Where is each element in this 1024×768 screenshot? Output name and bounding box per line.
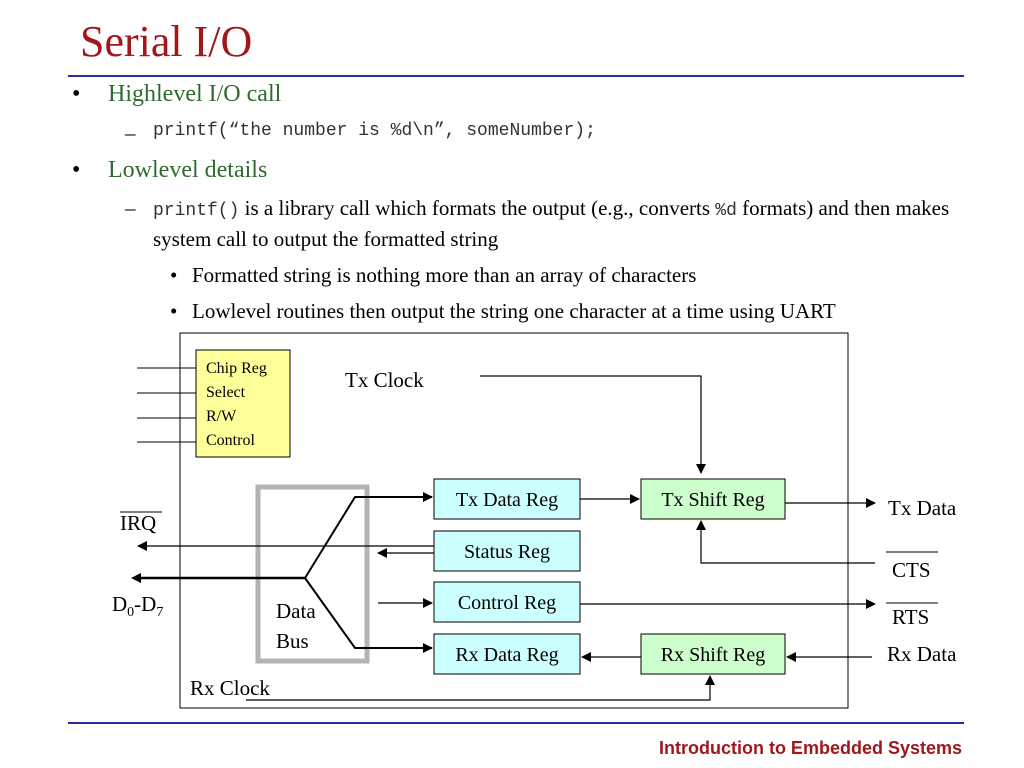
data-bus-line2: Bus: [276, 629, 309, 653]
bullet-dot: •: [72, 81, 81, 107]
irq-label: IRQ: [120, 511, 156, 535]
data-bus-line1: Data: [276, 599, 316, 623]
slide-title: Serial I/O: [80, 17, 253, 66]
chip-reg-select-box: [195, 349, 291, 458]
cts-arrow: [696, 520, 875, 564]
tx-data-label: Tx Data: [888, 496, 957, 520]
cts-label: CTS: [892, 558, 931, 582]
bullet-lowlevel-text: Lowlevel details: [108, 157, 268, 183]
chip-select-line: Select: [206, 384, 246, 401]
bus-to-tx-data-arrow: [304, 492, 433, 579]
top-rule: [68, 75, 964, 77]
chip-reg-line: Chip Reg: [206, 360, 267, 377]
bullet-highlevel-text: Highlevel I/O call: [108, 81, 282, 107]
sub-bullet-printf: – printf(“the number is %d\n”, someNumbe…: [125, 118, 985, 145]
control-reg-box: [433, 581, 581, 623]
tx-data-reg-box: [433, 478, 581, 520]
printf-inline-code: printf(): [153, 201, 240, 221]
data-pins-label: D0-D7: [112, 592, 163, 620]
tx-clock-arrow: [480, 375, 706, 474]
tx-clock-label: Tx Clock: [345, 368, 424, 392]
rx-data-label: Rx Data: [887, 642, 957, 666]
rx-shift-reg-label: Rx Shift Reg: [661, 644, 765, 666]
rx-data-reg-label: Rx Data Reg: [455, 644, 558, 666]
status-reg-label: Status Reg: [464, 541, 550, 563]
tx-shift-reg-label: Tx Shift Reg: [661, 489, 764, 511]
footer-course-title: Introduction to Embedded Systems: [658, 738, 962, 758]
printf-code: printf(“the number is %d\n”, someNumber)…: [153, 121, 596, 141]
rts-label: RTS: [892, 605, 929, 629]
rx-data-reg-box: [433, 633, 581, 675]
uart-outline: [179, 332, 849, 709]
chip-control-line: Control: [206, 432, 255, 449]
control-reg-label: Control Reg: [458, 592, 556, 614]
bullet-dot: •: [72, 157, 81, 183]
bus-from-rx-data-arrow: [304, 577, 433, 653]
rx-clock-arrow: [246, 675, 715, 701]
data-bus-frame: [255, 484, 370, 664]
rx-clock-label: Rx Clock: [190, 676, 270, 700]
tx-data-reg-label: Tx Data Reg: [456, 489, 558, 511]
tx-shift-reg-box: [640, 478, 786, 520]
format-inline-code: %d: [715, 201, 737, 221]
chip-rw-line: R/W: [206, 408, 237, 425]
status-reg-box: [433, 530, 581, 572]
bottom-rule: [68, 722, 964, 724]
rx-shift-reg-box: [640, 633, 786, 675]
sub-bullet-library-call: – printf() is a library call which forma…: [125, 196, 950, 252]
